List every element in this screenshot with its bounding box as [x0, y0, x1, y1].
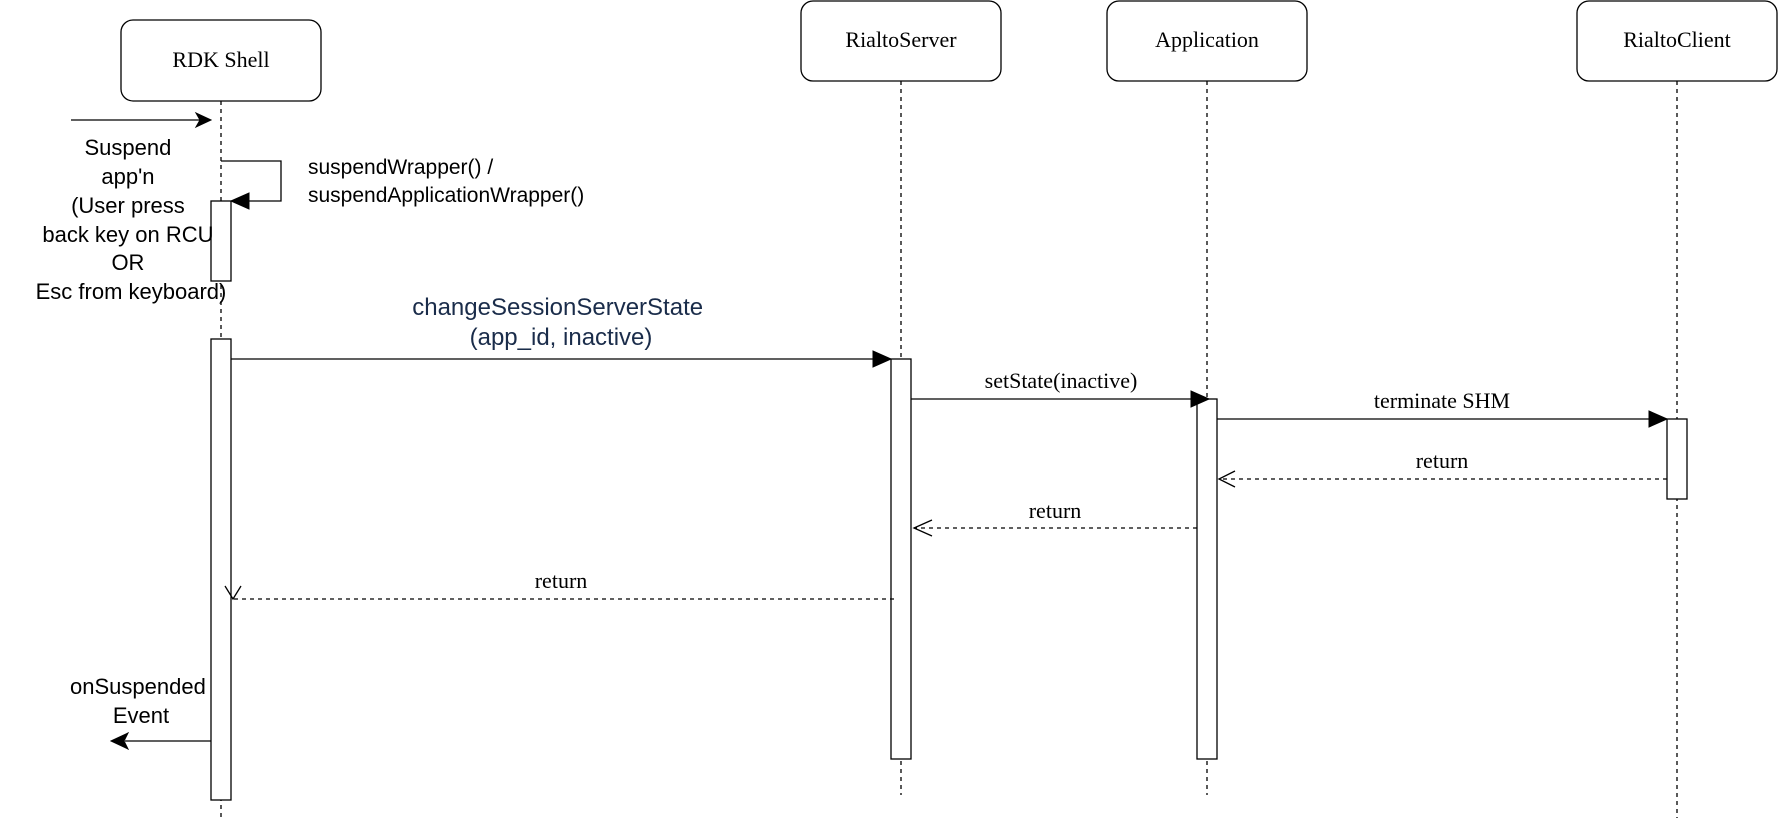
message-return-app — [912, 519, 1197, 537]
participant-rialto-server-label: RialtoServer — [845, 27, 957, 52]
activation-rdk-shell-1 — [210, 200, 232, 282]
message-return-server — [224, 585, 894, 601]
participant-application-label: Application — [1155, 27, 1259, 52]
activation-rialto-server — [890, 358, 912, 760]
participant-rdk-shell-label: RDK Shell — [172, 47, 269, 72]
message-return-app-label: return — [1029, 498, 1082, 523]
activation-application — [1196, 398, 1218, 760]
message-on-suspended — [109, 731, 211, 751]
message-set-state-label: setState(inactive) — [985, 368, 1138, 393]
note-on-suspended: onSuspended Event — [70, 674, 212, 728]
message-return-server-label: return — [535, 568, 588, 593]
message-return-client — [1217, 470, 1667, 488]
participant-rialto-client: RialtoClient — [1576, 0, 1778, 82]
message-suspend-wrapper — [221, 160, 282, 210]
message-change-session-label: changeSessionServerState (app_id, inacti… — [412, 294, 710, 351]
participant-rdk-shell: RDK Shell — [120, 19, 322, 102]
participant-rialto-client-label: RialtoClient — [1623, 27, 1731, 52]
message-change-session — [231, 350, 893, 368]
message-terminate-shm — [1217, 410, 1669, 428]
note-suspend: Suspend app'n (User press back key on RC… — [36, 135, 227, 304]
message-suspend-trigger — [71, 111, 213, 129]
activation-rialto-client — [1666, 418, 1688, 500]
message-return-client-label: return — [1416, 448, 1469, 473]
message-terminate-shm-label: terminate SHM — [1374, 388, 1510, 413]
activation-rdk-shell-2 — [210, 338, 232, 801]
message-set-state — [911, 390, 1211, 408]
participant-rialto-server: RialtoServer — [800, 0, 1002, 82]
message-suspend-wrapper-label: suspendWrapper() / suspendApplicationWra… — [308, 156, 584, 207]
participant-application: Application — [1106, 0, 1308, 82]
